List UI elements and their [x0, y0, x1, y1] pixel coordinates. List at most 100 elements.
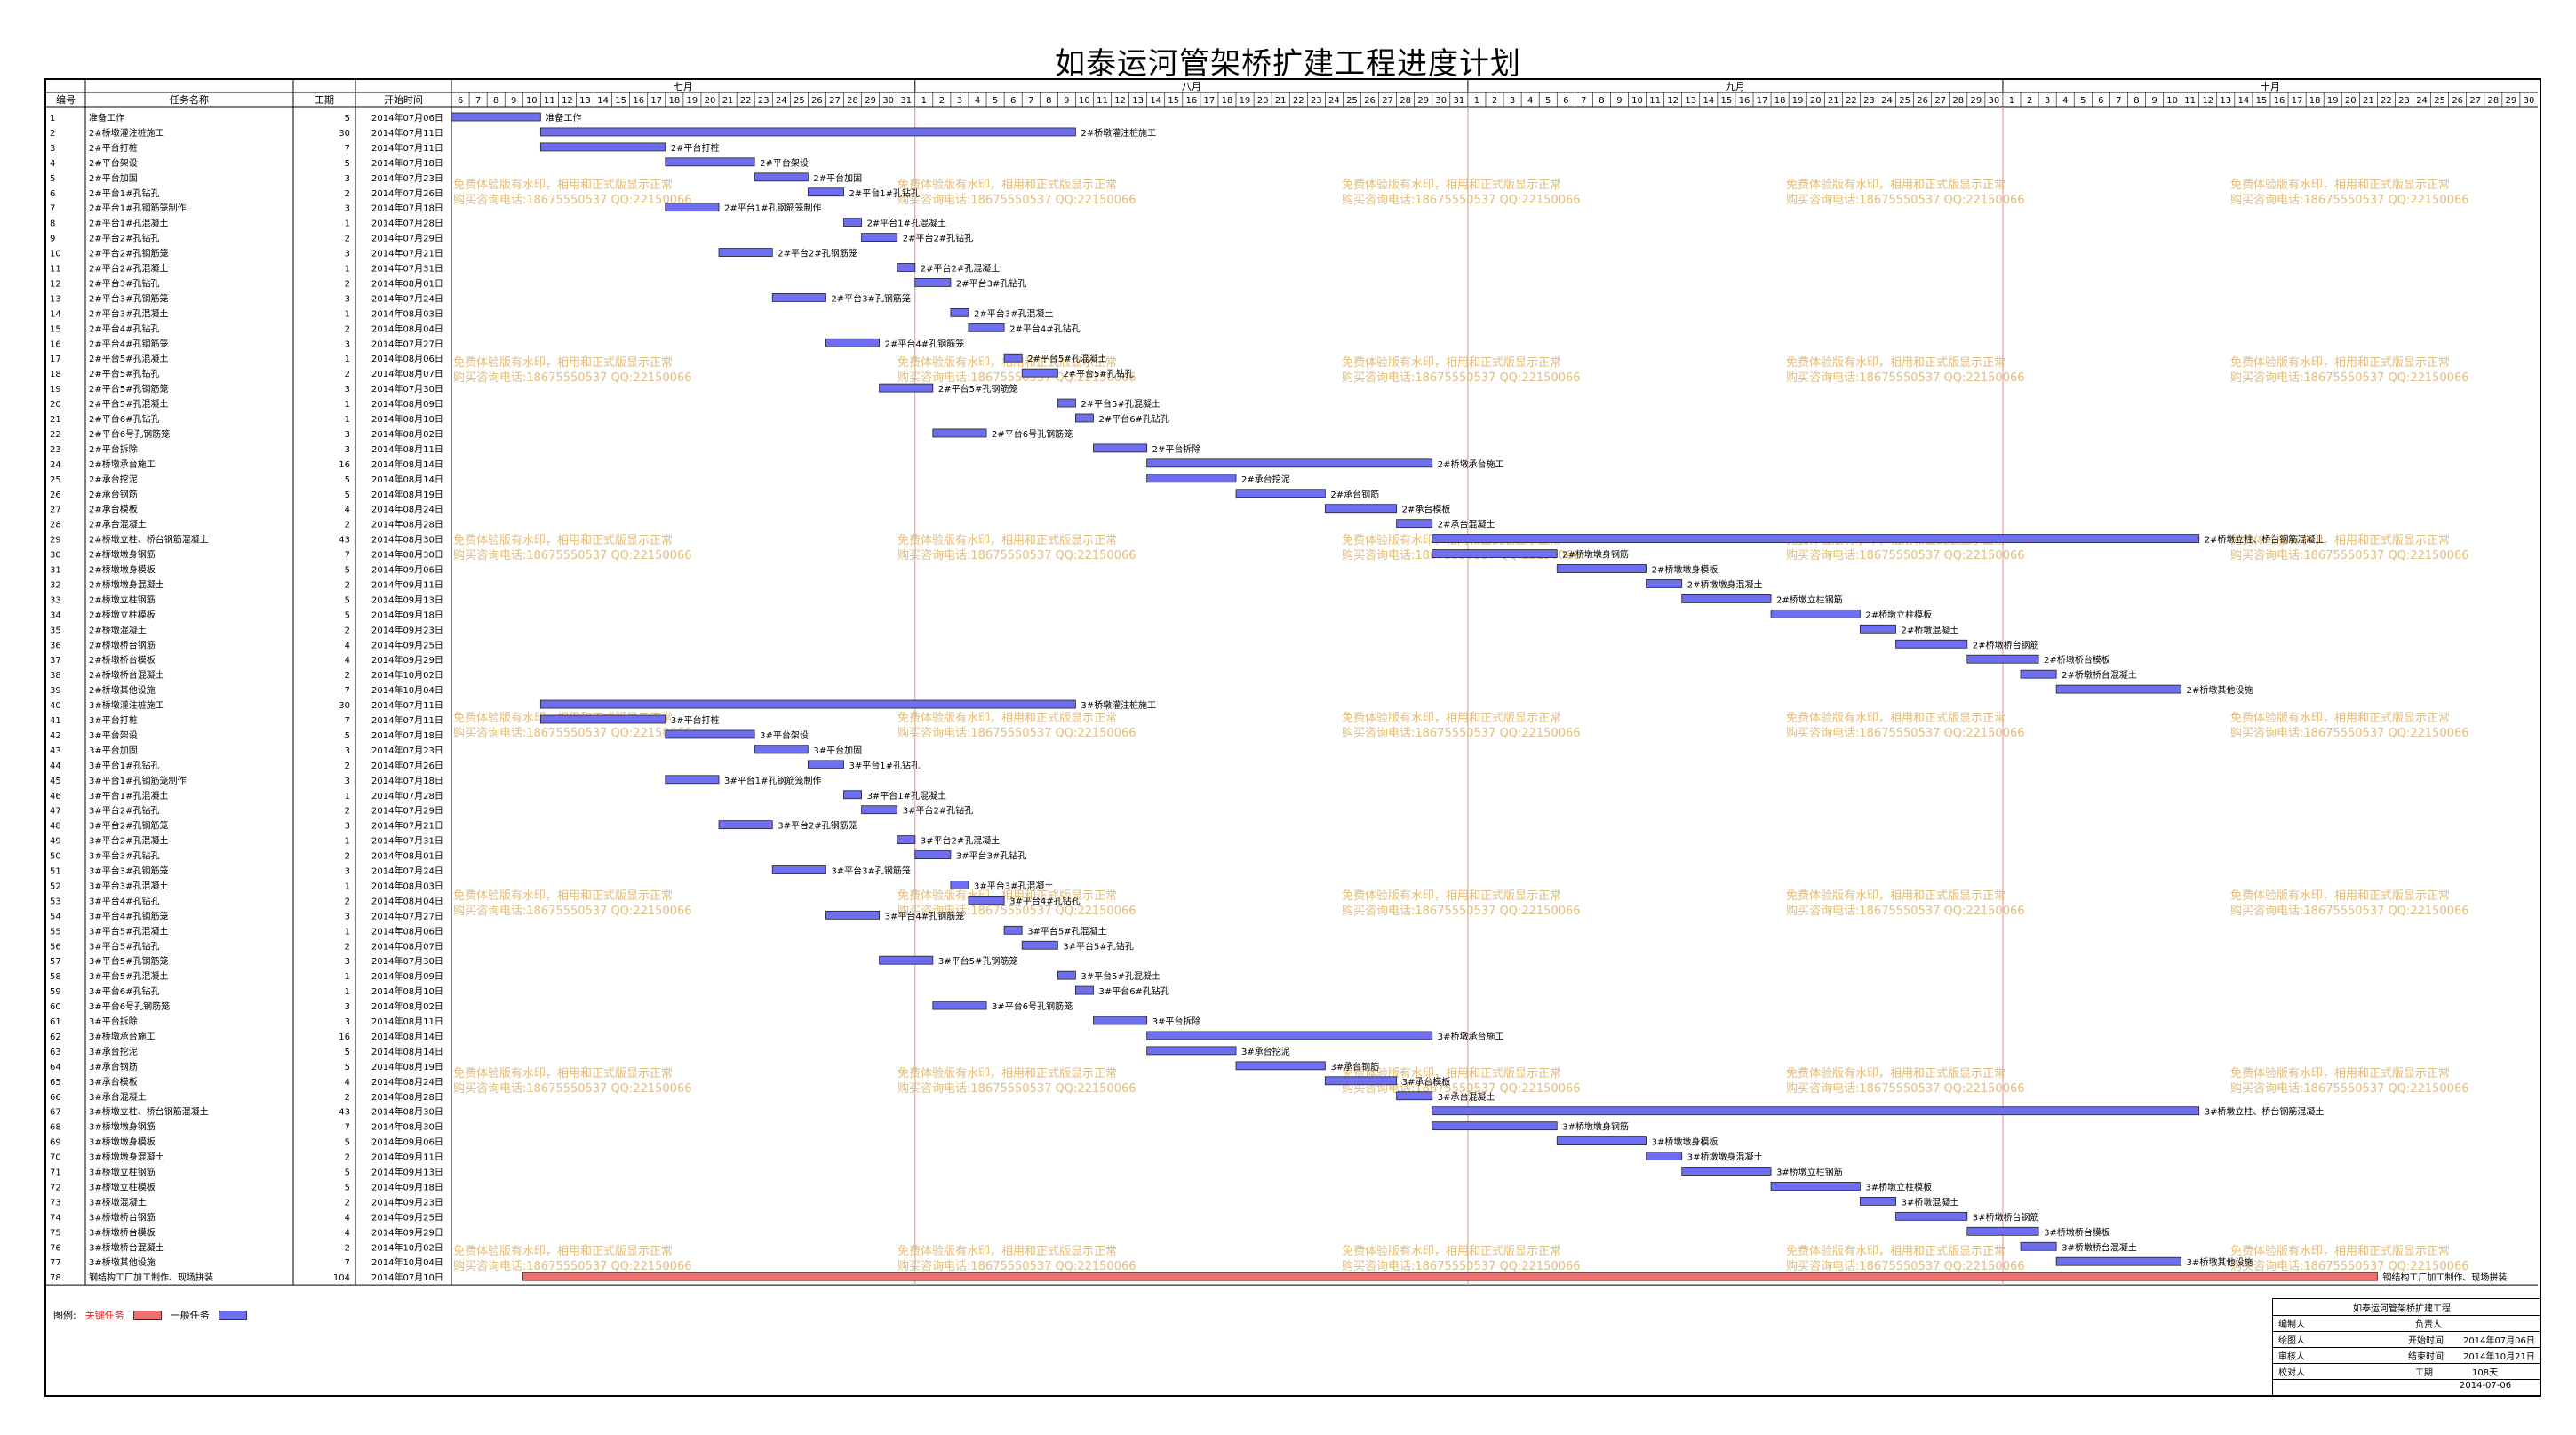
task-id: 70 — [50, 1153, 61, 1163]
task-name: 3#平台3#孔钻孔 — [89, 850, 159, 862]
task-start: 2014年09月06日 — [371, 1136, 443, 1148]
task-name: 3#桥墩混凝土 — [89, 1196, 147, 1208]
watermark-line1: 免费体验版有水印，相用和正式版显示正常 — [2230, 1244, 2450, 1258]
task-name: 3#承台模板 — [89, 1076, 138, 1088]
task-bar — [1556, 1136, 1647, 1145]
start-label: 开始时间 — [2408, 1336, 2444, 1346]
task-start: 2014年08月01日 — [371, 850, 443, 862]
task-name: 2#桥墩立柱钢筋 — [89, 594, 156, 605]
task-bar-label: 3#平台5#孔混凝土 — [1027, 925, 1106, 937]
task-start: 2014年07月29日 — [371, 805, 443, 817]
task-bar-label: 3#承台挖泥 — [1241, 1046, 1290, 1057]
day-label: 30 — [2524, 96, 2535, 106]
task-id: 41 — [50, 716, 61, 726]
task-start: 2014年09月11日 — [371, 578, 443, 590]
task-id: 40 — [50, 701, 61, 711]
task-start: 2014年07月29日 — [371, 233, 443, 244]
day-label: 18 — [1774, 96, 1786, 106]
task-id: 65 — [50, 1078, 61, 1088]
watermark-line2: 购买咨询电话:18675550537 QQ:22150066 — [1342, 371, 1581, 385]
day-label: 10 — [1631, 96, 1643, 106]
day-label: 8 — [1046, 96, 1051, 106]
task-bar — [2055, 684, 2182, 694]
task-bar — [718, 248, 773, 257]
plan-date: 2014-07-06 — [2460, 1381, 2512, 1391]
task-bar — [1770, 609, 1861, 618]
day-label: 31 — [1453, 96, 1464, 106]
task-name: 2#桥墩立柱、桥台钢筋混凝土 — [89, 534, 209, 546]
task-duration: 16 — [339, 460, 350, 470]
task-name: 3#平台4#孔钻孔 — [89, 895, 159, 906]
task-bar — [539, 699, 1076, 709]
task-name: 3#桥墩墩身钢筋 — [89, 1121, 156, 1133]
task-start: 2014年08月24日 — [371, 504, 443, 515]
task-start: 2014年08月28日 — [371, 519, 443, 530]
task-duration: 5 — [345, 610, 350, 620]
page-title: 如泰运河管架桥扩建工程进度计划 — [1055, 46, 1521, 82]
task-start: 2014年08月19日 — [371, 489, 443, 500]
task-id: 5 — [50, 174, 55, 184]
day-label: 6 — [2098, 96, 2103, 106]
task-bar — [771, 865, 826, 874]
watermark-line1: 免费体验版有水印，相用和正式版显示正常 — [897, 533, 1117, 547]
task-bar — [522, 1272, 2378, 1281]
task-name: 2#桥墩墩身钢筋 — [89, 549, 156, 561]
task-bar — [1860, 624, 1896, 634]
task-bar — [1146, 474, 1237, 483]
task-duration: 30 — [339, 129, 350, 139]
day-label: 22 — [1293, 96, 1304, 106]
task-id: 52 — [50, 881, 61, 891]
task-name: 3#桥墩墩身模板 — [89, 1136, 156, 1148]
task-bar — [843, 790, 862, 800]
task-bar-label: 2#平台加固 — [813, 172, 862, 184]
task-bar-label: 2#平台2#孔钢筋笼 — [778, 248, 857, 259]
day-label: 4 — [975, 96, 980, 106]
task-bar-label: 3#平台架设 — [760, 729, 809, 741]
task-start: 2014年09月11日 — [371, 1152, 443, 1163]
task-bar-label: 2#桥墩承台施工 — [1438, 458, 1504, 470]
task-bar — [1432, 549, 1558, 558]
task-name: 2#平台6#孔钻孔 — [89, 413, 159, 425]
task-bar — [539, 714, 666, 724]
task-id: 39 — [50, 686, 61, 696]
task-name: 3#桥墩桥台钢筋 — [89, 1211, 156, 1223]
task-duration: 2 — [345, 1198, 350, 1208]
task-name: 3#平台2#孔混凝土 — [89, 835, 168, 847]
task-duration: 7 — [345, 1258, 350, 1268]
task-bar-label: 3#承台混凝土 — [1438, 1091, 1495, 1103]
task-id: 18 — [50, 370, 61, 379]
task-id: 42 — [50, 731, 61, 741]
watermark-line1: 免费体验版有水印，相用和正式版显示正常 — [2230, 355, 2450, 370]
task-name: 2#平台4#孔钢筋笼 — [89, 338, 168, 349]
task-duration: 5 — [345, 1048, 350, 1057]
task-bar-label: 2#平台3#孔混凝土 — [974, 307, 1053, 319]
task-bar — [1074, 413, 1094, 423]
day-label: 26 — [1917, 96, 1928, 106]
task-bar — [665, 775, 720, 785]
day-label: 26 — [1364, 96, 1376, 106]
day-label: 2 — [2027, 96, 2032, 106]
editor-label: 编制人 — [2278, 1320, 2305, 1330]
task-bar-label: 3#平台3#孔钢筋笼 — [831, 865, 910, 877]
watermark-line1: 免费体验版有水印，相用和正式版显示正常 — [453, 178, 673, 192]
day-label: 13 — [1132, 96, 1144, 106]
task-duration: 4 — [345, 1213, 350, 1223]
task-bar-label: 3#承台钢筋 — [1330, 1061, 1379, 1072]
watermark-line2: 购买咨询电话:18675550537 QQ:22150066 — [2230, 726, 2469, 740]
watermark-line2: 购买咨询电话:18675550537 QQ:22150066 — [2230, 548, 2469, 562]
task-bar-label: 2#承台混凝土 — [1438, 519, 1495, 530]
task-name: 3#桥墩桥台模板 — [89, 1226, 156, 1238]
task-start: 2014年08月04日 — [371, 323, 443, 334]
watermark-line1: 免费体验版有水印，相用和正式版显示正常 — [1786, 355, 2006, 370]
day-label: 27 — [1382, 96, 1393, 106]
day-label: 31 — [900, 96, 912, 106]
task-bar-label: 2#桥墩立柱、桥台钢筋混凝土 — [2205, 534, 2325, 546]
day-label: 17 — [2292, 96, 2303, 106]
day-label: 15 — [2256, 96, 2268, 106]
task-bar-label: 2#桥墩墩身钢筋 — [1562, 549, 1629, 561]
watermark-line1: 免费体验版有水印，相用和正式版显示正常 — [2230, 178, 2450, 192]
task-bar — [1396, 1091, 1433, 1101]
task-name: 3#平台4#孔钢筋笼 — [89, 910, 168, 921]
task-bar-label: 3#桥墩立柱、桥台钢筋混凝土 — [2205, 1106, 2325, 1118]
task-duration: 3 — [345, 445, 350, 455]
